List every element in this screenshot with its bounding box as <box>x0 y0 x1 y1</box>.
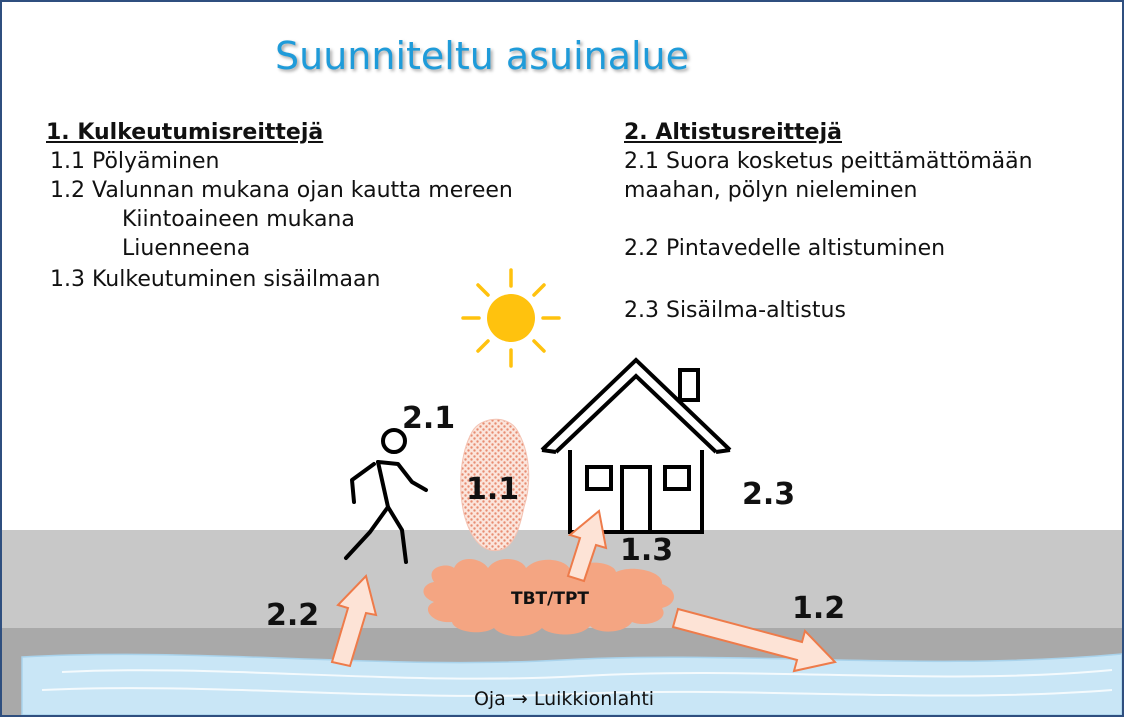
sun-icon <box>461 268 561 368</box>
label-2-1: 2.1 <box>402 401 455 436</box>
label-1-3: 1.3 <box>620 533 673 568</box>
person-icon <box>344 428 428 564</box>
right-heading: 2. Altistusreittejä <box>624 120 842 145</box>
arrow-1-2 <box>671 607 837 673</box>
label-1-2: 1.2 <box>792 591 845 626</box>
cloud-label: TBT/TPT <box>511 589 589 609</box>
label-2-3: 2.3 <box>742 477 795 512</box>
left-item: 1.3 Kulkeutuminen sisäilmaan <box>50 267 381 292</box>
left-item: 1.1 Pölyäminen <box>50 149 220 174</box>
arrow-1-3 <box>566 509 608 583</box>
left-subitem: Kiintoaineen mukana <box>122 207 355 232</box>
left-subitem: Liuenneena <box>122 236 251 261</box>
left-item: 1.2 Valunnan mukana ojan kautta mereen <box>50 178 513 203</box>
arrow-2-2 <box>330 574 378 668</box>
right-item: 2.2 Pintavedelle altistuminen <box>624 236 946 261</box>
house-icon <box>540 357 732 534</box>
contamination-cloud <box>423 558 674 637</box>
label-2-2: 2.2 <box>266 598 319 633</box>
dust-cloud <box>460 418 530 552</box>
label-1-1: 1.1 <box>466 472 519 507</box>
page-title: Suunniteltu asuinalue <box>274 34 690 78</box>
right-item: 2.1 Suora kosketus peittämättömään <box>624 149 1033 174</box>
right-item: maahan, pölyn nieleminen <box>624 178 918 203</box>
water-label: Oja → Luikkionlahti <box>473 688 655 710</box>
left-heading: 1. Kulkeutumisreittejä <box>46 120 324 145</box>
right-item: 2.3 Sisäilma-altistus <box>624 298 846 323</box>
water <box>21 653 1122 715</box>
